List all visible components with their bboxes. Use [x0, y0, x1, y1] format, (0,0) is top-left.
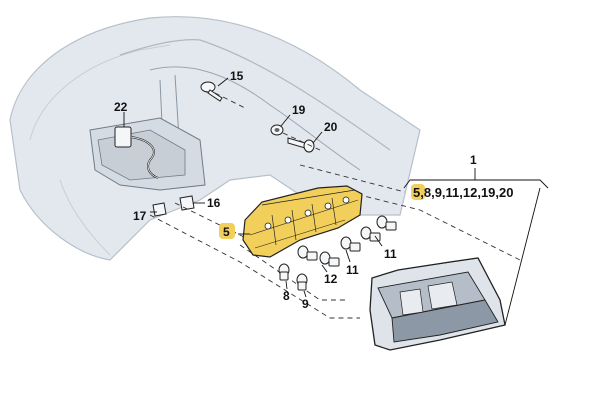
- bulb-12-b-part: [319, 251, 340, 267]
- callout-9: 9: [302, 297, 309, 311]
- bulb-8-part: [278, 263, 290, 281]
- callout-8: 8: [283, 289, 290, 303]
- assembly-contents-list: 5,8,9,11,12,19,20: [413, 185, 514, 200]
- assembly-highlight-number: 5: [413, 185, 420, 200]
- callout-1: 1: [470, 153, 477, 167]
- callout-19: 19: [292, 103, 306, 117]
- wiring-harness-part: [114, 126, 159, 179]
- bulb-carrier-part: [242, 185, 363, 258]
- callout-22: 22: [114, 100, 128, 114]
- bulb-12-a-part: [297, 245, 318, 261]
- bulb-9-part: [296, 273, 308, 291]
- clip-17-part: [152, 202, 167, 217]
- assembly-5-highlight: [411, 184, 425, 200]
- callout-11-b: 11: [346, 263, 359, 277]
- callout-12: 12: [324, 272, 338, 286]
- screw-15-part: [200, 81, 223, 102]
- callout-15: 15: [230, 69, 244, 83]
- callout-20: 20: [324, 120, 338, 134]
- callout-5: 5: [223, 225, 230, 239]
- car-body-outline: [9, 16, 421, 261]
- callout-17: 17: [133, 209, 147, 223]
- callout-16: 16: [207, 196, 221, 210]
- bulbs-group: [278, 215, 397, 291]
- bulb-11-c-part: [376, 215, 397, 231]
- bolt-20-part: [287, 137, 315, 153]
- tail-light-housing-part: [369, 257, 506, 351]
- assembly-other-numbers: ,8,9,11,12,19,20: [420, 185, 513, 200]
- bulb-11-a-part: [340, 236, 361, 252]
- clip-16-part: [179, 195, 195, 211]
- nut-19-part: [270, 124, 284, 136]
- callout-11-a: 11: [384, 247, 397, 261]
- callout-5-highlight: [219, 223, 235, 239]
- leader-lines: [123, 77, 549, 326]
